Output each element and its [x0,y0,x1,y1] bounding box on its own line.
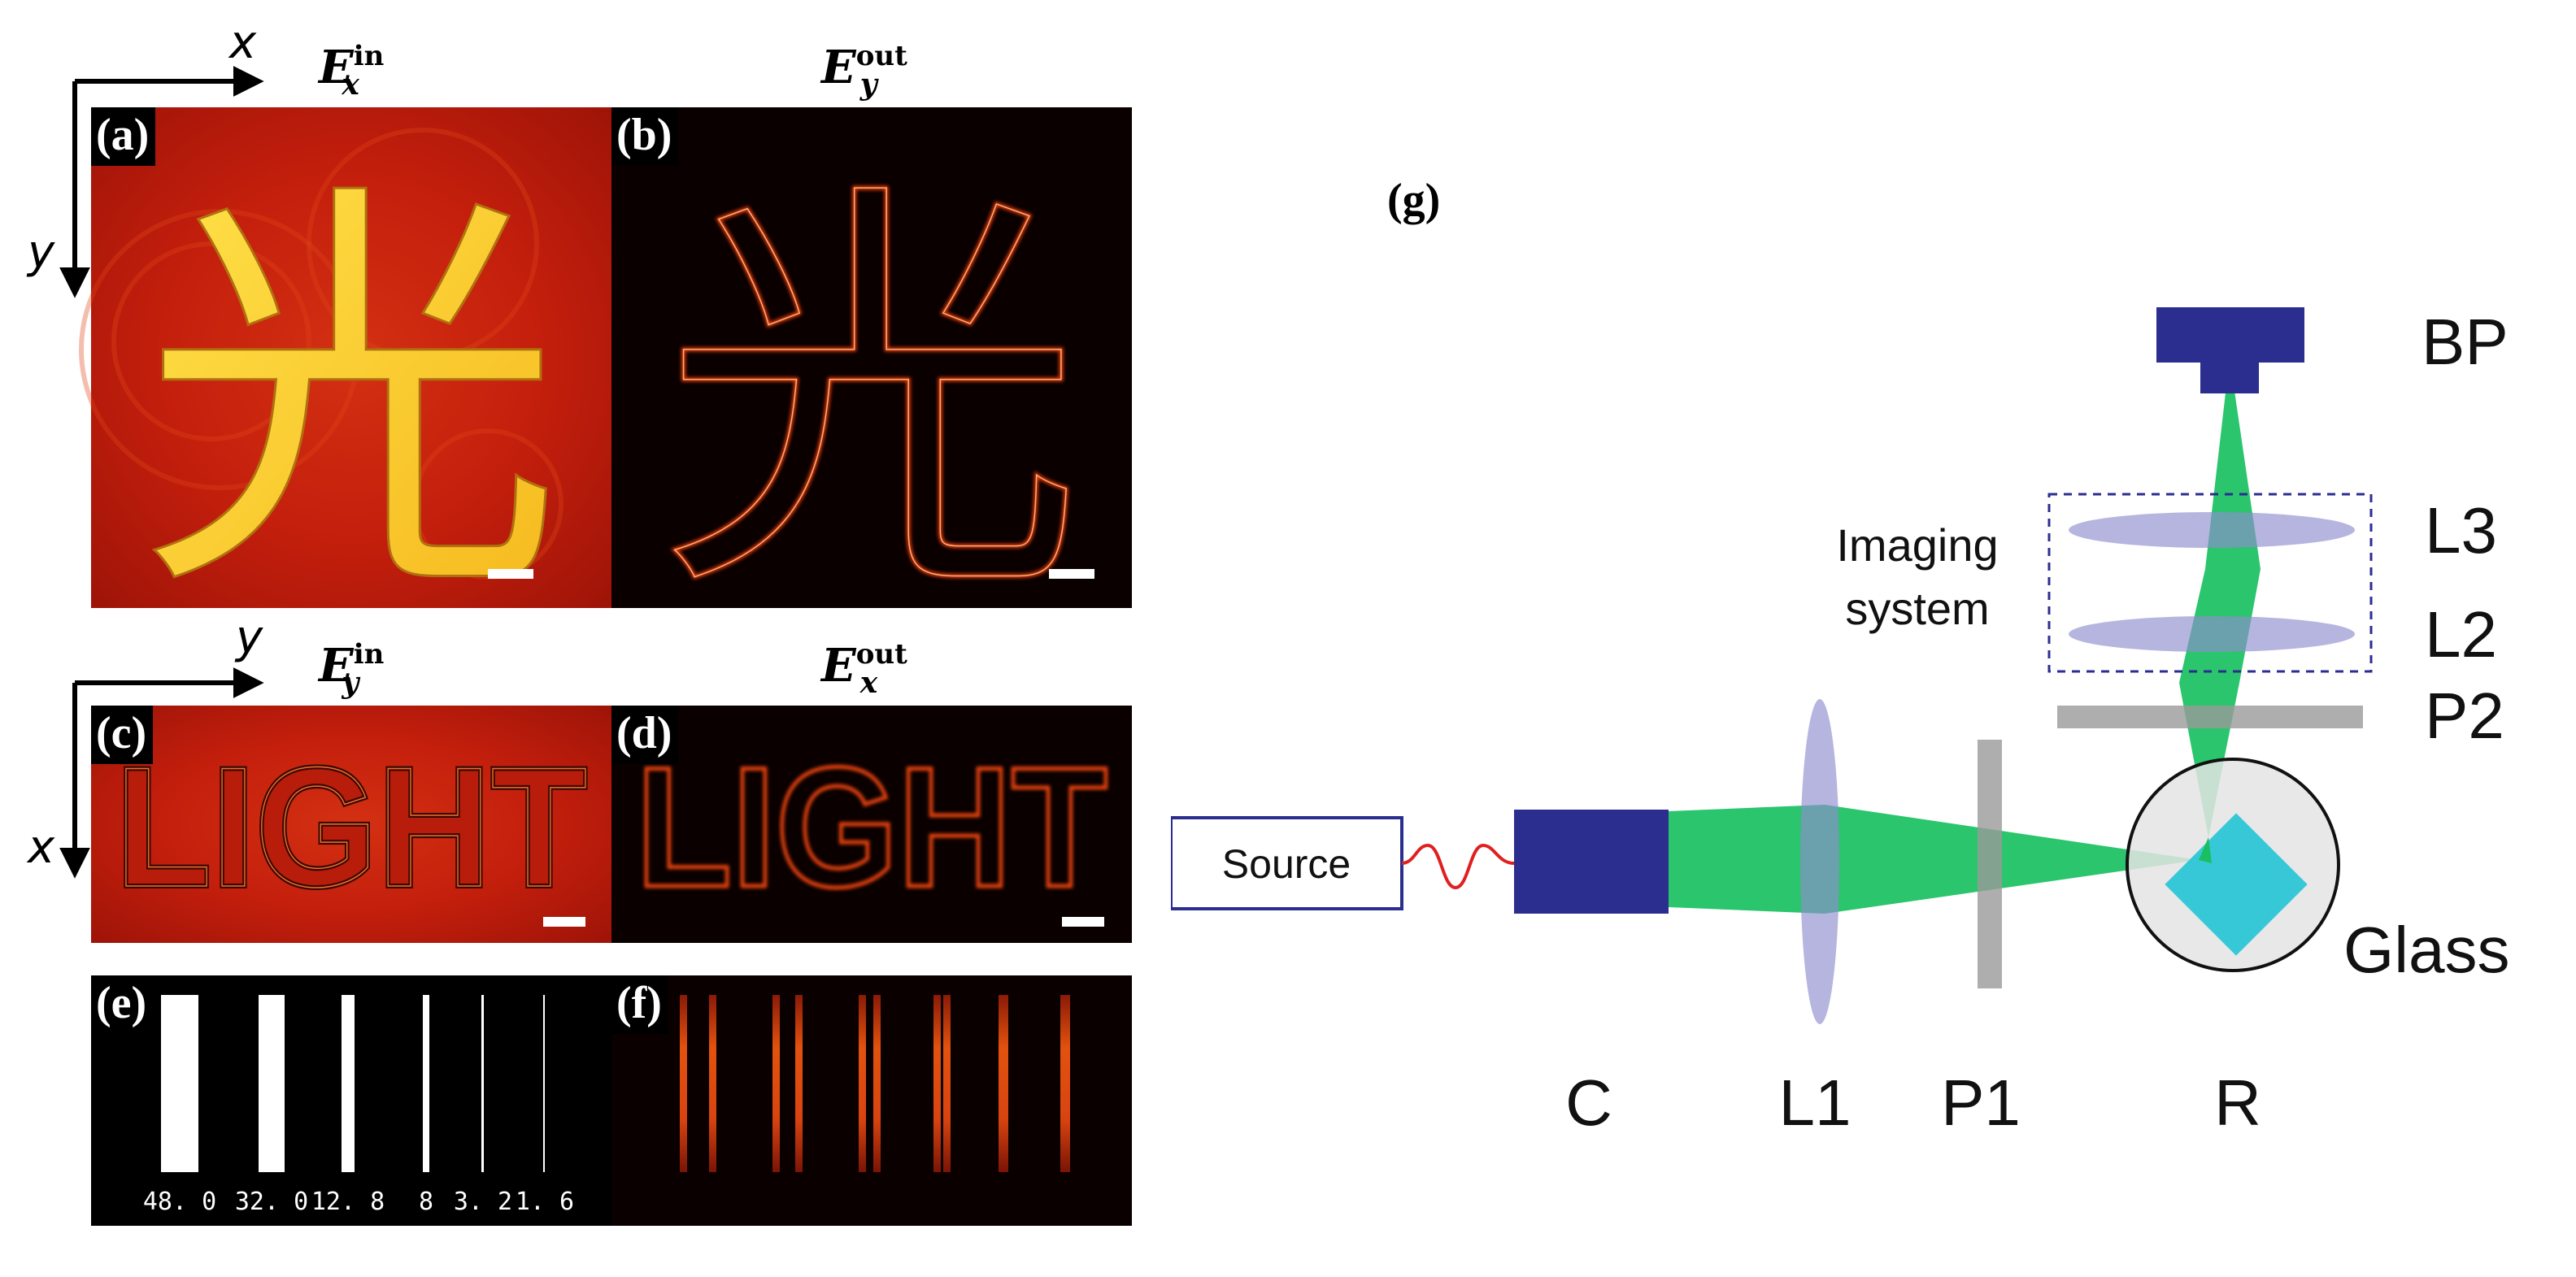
panel-e-bar-label-6: 1. 6 [516,1188,574,1216]
optical-fiber [1401,843,1515,890]
label-l2: L2 [2425,598,2497,671]
axes-mid [59,667,264,879]
label-glass: Glass [2343,914,2510,986]
panel-c: LIGHT LIGHT [91,706,611,943]
axis-x-label-top: x [229,16,257,69]
axis-y-label-top: y [28,226,55,279]
panel-e-bar-1 [161,995,198,1172]
panel-a: 光 [79,107,611,645]
panel-e: 48. 0 32. 0 12. 8 8 3. 2 1. 6 [91,975,611,1226]
source-label: Source [1222,841,1351,887]
panel-f-edge-lines [680,995,1070,1172]
panel-b-glyph-core: 光 [660,150,1083,643]
lens-l3 [2069,512,2355,548]
optical-setup-diagram: Source Imaging system BP L3 L2 P2 Glass … [1171,306,2510,1139]
label-bp: BP [2422,306,2509,378]
imaging-label-line2: system [1845,583,1989,634]
label-l1: L1 [1779,1066,1852,1139]
panel-e-bar-label-5: 3. 2 [454,1188,512,1216]
beam-profiler-head [2156,307,2304,363]
beam-profiler-neck [2200,358,2259,393]
label-p1: P1 [1941,1066,2021,1139]
lens-l1 [1800,699,1839,1024]
panel-e-bar-3 [342,995,355,1172]
panel-c-glyph: LIGHT [115,732,587,923]
field-label-b: Eouty [821,40,907,102]
polarizer-p2 [2057,706,2363,728]
axis-y-label-mid: y [236,611,263,664]
panel-c-scale-bar [543,917,585,927]
axes-top [59,66,264,298]
panel-label-c: (c) [91,706,154,764]
panel-d-background [611,706,1132,943]
panel-e-bar-label-3: 12. 8 [311,1188,385,1216]
panel-a-scale-bar [488,569,533,579]
panel-c-background [91,706,611,943]
panel-e-bar-label-4: 8 [419,1188,433,1216]
panel-d: LIGHT [611,706,1132,943]
beam-reflection-point [2199,837,2212,863]
panel-label-d: (d) [611,706,679,764]
panel-label-b: (b) [611,107,679,166]
imaging-label-line1: Imaging [1836,519,1998,571]
panel-a-background [91,107,611,608]
panel-label-e: (e) [91,975,154,1034]
panel-e-bar-label-2: 32. 0 [235,1188,308,1216]
panel-e-bar-4 [423,995,429,1172]
panel-d-scale-bar [1062,917,1104,927]
panel-c-glyph-highlight: LIGHT [115,732,587,923]
axis-x-label-mid: x [28,821,55,874]
label-l3: L3 [2425,494,2497,567]
field-label-c: Einy [319,638,385,700]
label-r: R [2214,1066,2261,1139]
field-label-a: Einx [319,40,385,102]
panel-e-bar-6 [543,995,545,1172]
source-box [1171,816,1403,910]
panel-label-f: (f) [611,975,668,1034]
panel-f [611,975,1132,1226]
panel-label-a: (a) [91,107,156,166]
panel-b-glyph: 光 [660,150,1083,643]
label-c: C [1565,1066,1612,1139]
label-p2: P2 [2425,680,2504,752]
imaging-system-box [2047,493,2373,673]
collimator [1514,810,1669,914]
image-panels: 光 光 光 LIGHT LIGHT LIGHT [59,66,1132,1226]
panel-b: 光 光 [611,107,1132,645]
panel-e-bar-label-1: 48. 0 [143,1188,216,1216]
panel-f-background [611,975,1132,1226]
panel-b-scale-bar [1049,569,1094,579]
panel-e-bar-2 [259,995,285,1172]
panel-label-g: (g) [1387,175,1441,225]
glass-cube [2165,813,2308,956]
field-label-d: Eoutx [821,638,907,700]
panel-e-bar-5 [481,995,484,1172]
panel-a-speckle [79,128,564,580]
panel-d-glyph: LIGHT [636,732,1107,923]
lens-l2 [2069,616,2355,652]
panel-b-background [611,107,1132,608]
beam-horizontal [1669,805,2199,914]
panel-a-glyph: 光 [140,150,563,643]
polarizer-p1 [1978,740,2002,988]
